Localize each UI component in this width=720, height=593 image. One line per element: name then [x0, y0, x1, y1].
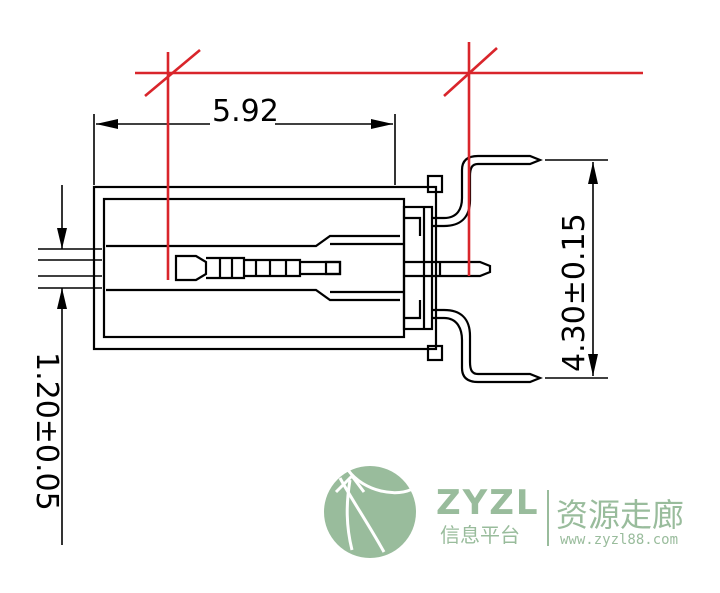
red-reference-lines: [135, 42, 643, 280]
height-dimension-label: 4.30±0.15: [557, 213, 592, 372]
watermark-subtitle: 信息平台: [440, 523, 520, 547]
watermark-url: www.zyzl88.com: [560, 532, 678, 548]
watermark-logo-icon: [324, 466, 416, 558]
width-dimension-label: 5.92: [212, 94, 279, 129]
height-dimension: [545, 159, 608, 379]
watermark: ZYZL 信息平台 资源走廊 www.zyzl88.com: [324, 466, 684, 558]
watermark-title: 资源走廊: [556, 496, 684, 534]
pin-dimension: [38, 185, 102, 545]
width-dimension: [93, 114, 396, 185]
pin-dimension-label: 1.20±0.05: [29, 352, 64, 511]
connector-outline: [92, 154, 543, 384]
watermark-brand: ZYZL: [436, 483, 540, 523]
